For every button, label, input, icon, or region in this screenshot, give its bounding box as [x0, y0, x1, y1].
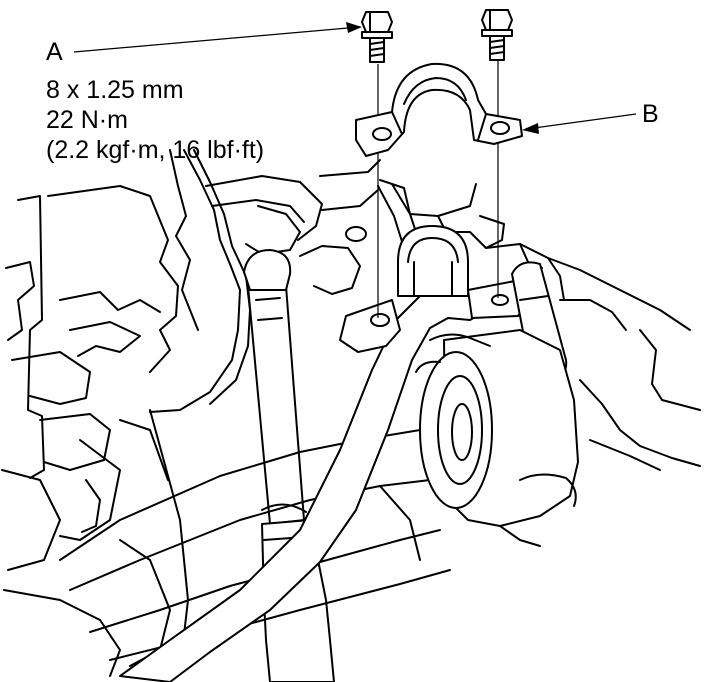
callout-b-letter: B — [642, 100, 659, 128]
callout-a-torque: 22 N·m — [46, 106, 128, 134]
hub-cylinder — [415, 329, 579, 547]
leader-arrow-icon — [522, 113, 637, 134]
alignment-lines — [377, 60, 499, 318]
subframe-outline — [1, 149, 251, 677]
leader-arrow-icon — [73, 22, 362, 53]
lower-arm — [59, 429, 451, 661]
bolt-icon — [481, 9, 513, 61]
callout-a-size: 8 x 1.25 mm — [46, 76, 184, 104]
bushing-holder-b — [355, 62, 523, 157]
callout-a-letter: A — [46, 38, 63, 66]
lower-bushing — [397, 225, 469, 297]
bolt-icon — [361, 11, 393, 63]
lower-mount-base — [339, 279, 531, 353]
callout-a-torque-alt: (2.2 kgf·m, 16 lbf·ft) — [46, 136, 264, 164]
